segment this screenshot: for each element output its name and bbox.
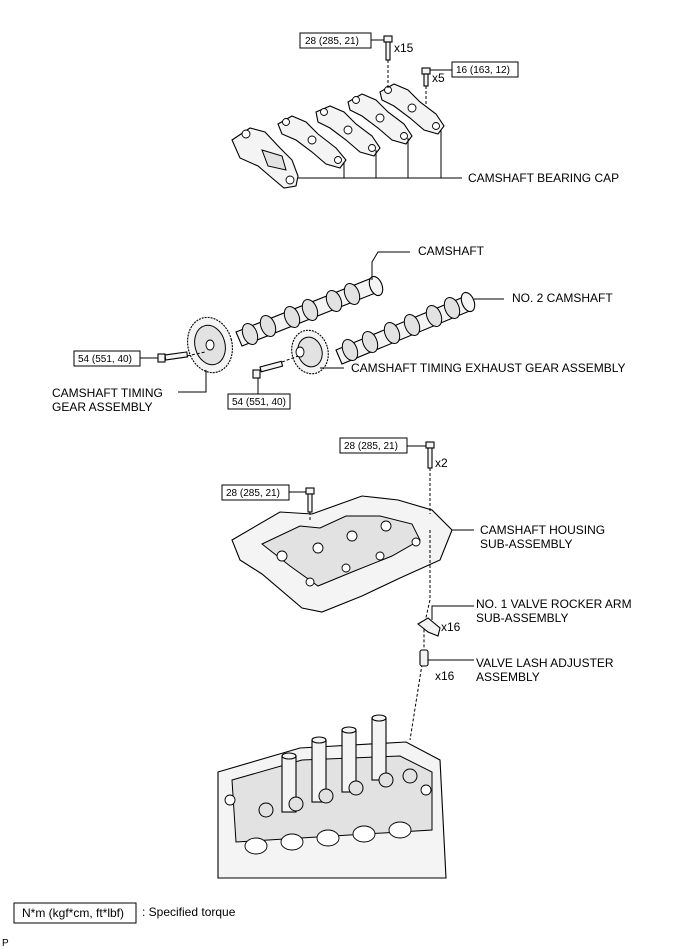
legend-description: : Specified torque (142, 905, 236, 919)
torque-cap-bolt-b: 16 (163, 12) (456, 65, 510, 76)
bearing-cap-3 (315, 105, 381, 157)
label-housing-line2: SUB-ASSEMBLY (480, 537, 572, 551)
torque-cap-bolt-a: 28 (285, 21) (305, 36, 359, 47)
camshaft-timing-gear-part (186, 316, 234, 374)
qty-rocker-arm: x16 (441, 620, 461, 634)
qty-cap-bolt-a: x15 (394, 41, 414, 55)
bearing-cap-1 (231, 127, 299, 189)
label-camshaft-bearing-cap: CAMSHAFT BEARING CAP (468, 171, 619, 185)
bearing-cap-4 (347, 93, 413, 145)
torque-box-gear-bolt-exhaust (227, 393, 291, 410)
label-exhaust-gear: CAMSHAFT TIMING EXHAUST GEAR ASSEMBLY (351, 361, 626, 375)
qty-housing-bolt: x2 (435, 456, 448, 470)
label-timing-gear-line2: GEAR ASSEMBLY (52, 400, 152, 414)
label-no2-camshaft: NO. 2 CAMSHAFT (512, 291, 613, 305)
torque-gear-bolt-intake: 54 (551, 40) (78, 354, 132, 365)
label-camshaft: CAMSHAFT (418, 244, 485, 258)
label-lash-line1: VALVE LASH ADJUSTER (476, 656, 614, 670)
label-rocker-line2: SUB-ASSEMBLY (476, 611, 568, 625)
rocker-arm-group: NO. 1 VALVE ROCKER ARM SUB-ASSEMBLY x16 (417, 597, 632, 637)
rocker-arm-part (417, 617, 441, 637)
torque-housing-bolt-b: 28 (285, 21) (226, 488, 280, 499)
bolt-icon (305, 487, 315, 513)
lash-adjuster-part (419, 649, 429, 667)
torque-box-cap-bolt-b (451, 61, 519, 78)
bolt-icon (421, 67, 431, 87)
torque-box-housing-bolt-a (339, 437, 408, 454)
camshaft-part (235, 275, 384, 347)
label-rocker-line1: NO. 1 VALVE ROCKER ARM (476, 597, 632, 611)
torque-gear-bolt-exhaust: 54 (551, 40) (232, 397, 286, 408)
camshaft-timing-exhaust-gear-part (291, 329, 329, 375)
bolt-icon (383, 35, 393, 61)
torque-box-cap-bolt-a (299, 32, 372, 49)
bolt-icon (252, 360, 284, 379)
camshaft-bearing-cap-group: CAMSHAFT BEARING CAP 28 (285, 21) x15 16… (231, 32, 619, 189)
lash-adjuster-group: VALVE LASH ADJUSTER ASSEMBLY x16 (419, 649, 614, 684)
no2-camshaft-part (335, 291, 476, 365)
camshaft-housing-group: CAMSHAFT HOUSING SUB-ASSEMBLY 28 (285, 2… (221, 437, 605, 741)
legend-unit: N*m (kgf*cm, ft*lbf) (22, 906, 124, 920)
label-timing-gear-line1: CAMSHAFT TIMING (52, 386, 163, 400)
bolt-icon (157, 351, 189, 363)
label-housing-line1: CAMSHAFT HOUSING (480, 523, 605, 537)
bolt-icon (425, 441, 435, 469)
cylinder-head-part (217, 714, 447, 879)
legend-unit-box (13, 902, 137, 924)
torque-box-gear-bolt-intake (73, 350, 141, 367)
camshaft-group: CAMSHAFT NO. 2 CAMSHAFT 54 (551, 4 (52, 244, 626, 414)
qty-lash-adjuster: x16 (435, 669, 455, 683)
bearing-cap-2 (277, 115, 347, 169)
qty-cap-bolt-b: x5 (432, 71, 445, 85)
torque-legend: N*m (kgf*cm, ft*lbf) : Specified torque (13, 902, 236, 924)
label-lash-line2: ASSEMBLY (476, 670, 540, 684)
torque-housing-bolt-a: 28 (285, 21) (344, 441, 398, 452)
corner-mark: P (2, 938, 9, 949)
torque-box-housing-bolt-b (221, 484, 290, 501)
